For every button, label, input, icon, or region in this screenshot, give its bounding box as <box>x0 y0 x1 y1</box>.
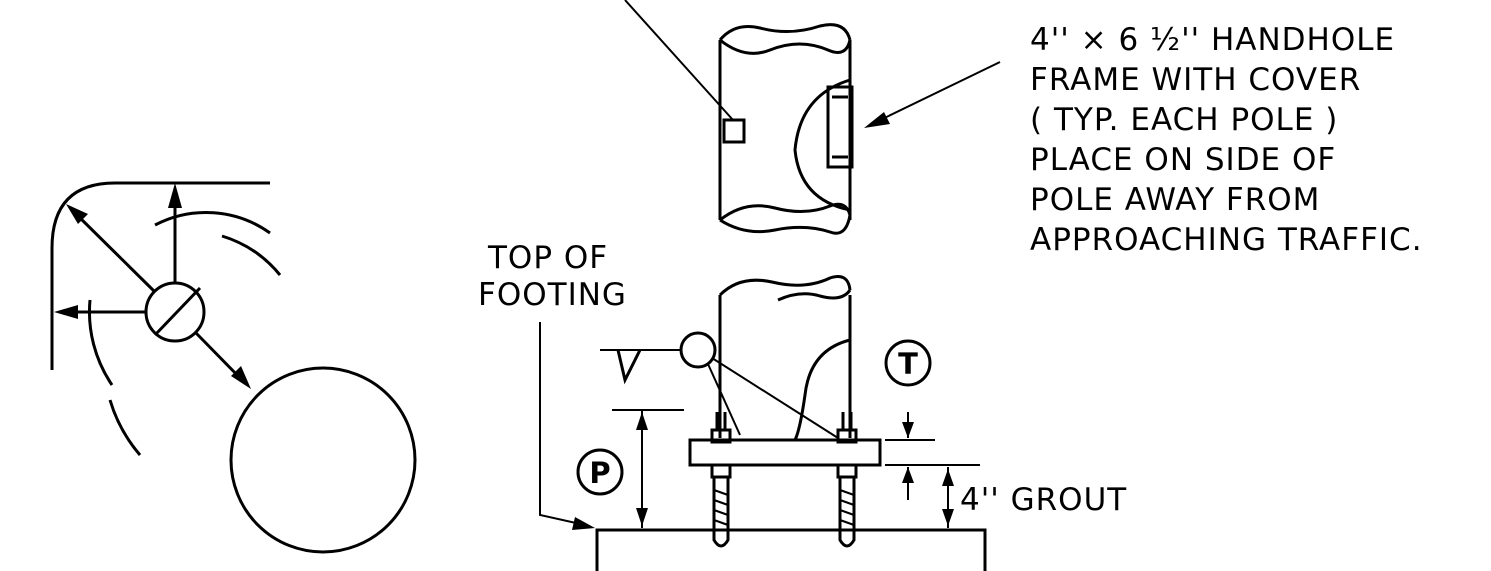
t-callout-label: T <box>898 347 918 381</box>
upper-bottom-cut-inner <box>719 214 852 235</box>
handhole-leader <box>869 61 1001 126</box>
handhole-note-line-3: ( TYP. EACH POLE ) <box>1030 102 1338 138</box>
p-arrow-bottom <box>636 508 648 526</box>
p-callout-label: P <box>589 456 610 490</box>
handhole-frame-curve <box>793 78 851 212</box>
handhole-note-line-5: POLE AWAY FROM <box>1030 182 1320 218</box>
base-plate <box>688 438 882 467</box>
p-arrow-top <box>636 412 648 430</box>
arrow-down-head <box>231 366 251 389</box>
bolt-right-thread <box>839 489 855 526</box>
plan-view-symbol <box>50 181 417 554</box>
dashed-arc-top <box>154 210 271 235</box>
handhole-note-line-1: 4'' × 6 ½'' HANDHOLE <box>1030 22 1395 58</box>
handhole-note-line-6: APPROACHING TRAFFIC. <box>1030 222 1423 258</box>
handhole-leader-arrowhead <box>864 112 890 128</box>
footing-note: TOP OF FOOTING <box>478 240 627 530</box>
dashed-arc-right <box>221 234 282 276</box>
arrow-left-head <box>54 305 78 319</box>
pole-circle <box>229 366 417 554</box>
bolt-left-shaft <box>712 477 730 548</box>
plan-corner-outline <box>50 181 270 370</box>
bolt-right-shaft <box>838 477 856 548</box>
upper-top-cut-inner <box>719 38 852 55</box>
weld-leader-1 <box>707 363 741 436</box>
weld-leader-2 <box>711 357 839 439</box>
upper-bottom-cut <box>719 202 852 222</box>
lower-top-cut-inner <box>777 289 852 302</box>
footing-note-line-1: TOP OF <box>487 240 608 276</box>
footing-note-line-2: FOOTING <box>478 277 627 313</box>
handhole-note: 4'' × 6 ½'' HANDHOLE FRAME WITH COVER ( … <box>1030 22 1423 258</box>
lower-top-cut <box>718 275 852 297</box>
t-arrow-top <box>902 422 914 438</box>
footing-leader-arrowhead <box>572 517 595 530</box>
anchor-bolt-left <box>710 412 732 548</box>
grout-arrow-bottom <box>942 509 954 526</box>
footing-leader <box>539 322 586 526</box>
bolt-left-nut-bottom <box>710 463 732 479</box>
handhole-note-line-2: FRAME WITH COVER <box>1030 62 1361 98</box>
bolt-right-nut-top <box>836 428 858 444</box>
upper-top-cut <box>718 23 852 41</box>
upper-pole-section <box>624 0 1001 235</box>
leader-from-top <box>624 0 734 121</box>
footing-outline <box>595 528 987 571</box>
bolt-left-nut-top <box>710 428 732 444</box>
lower-cutaway <box>793 338 851 441</box>
p-callout-circle <box>576 448 624 496</box>
handhole-note-line-4: PLACE ON SIDE OF <box>1030 142 1336 178</box>
arrow-up-head <box>168 183 182 208</box>
grout-dimension: 4'' GROUT <box>942 467 1127 528</box>
projection-dimension: P <box>576 409 684 528</box>
bolt-right-nut-bottom <box>836 463 858 479</box>
weld-circle <box>679 331 717 369</box>
dashed-arc-bottom <box>108 399 142 456</box>
grout-arrow-top <box>942 469 954 486</box>
handhole-cover <box>826 85 854 169</box>
t-callout-circle <box>884 339 932 387</box>
grout-label: 4'' GROUT <box>960 482 1127 518</box>
arrow-diag-head <box>66 204 88 224</box>
handhole-tab <box>722 118 746 144</box>
t-arrow-bottom <box>902 467 914 483</box>
weld-symbol-fillet <box>616 349 642 385</box>
thickness-dimension: T <box>884 339 980 500</box>
bolt-left-thread <box>713 489 729 526</box>
anchor-bolt-right <box>836 412 858 548</box>
center-slash <box>153 286 202 337</box>
dashed-arc-left <box>87 299 114 386</box>
arrow-diag-line <box>70 208 157 294</box>
lower-pole-section <box>595 275 987 571</box>
